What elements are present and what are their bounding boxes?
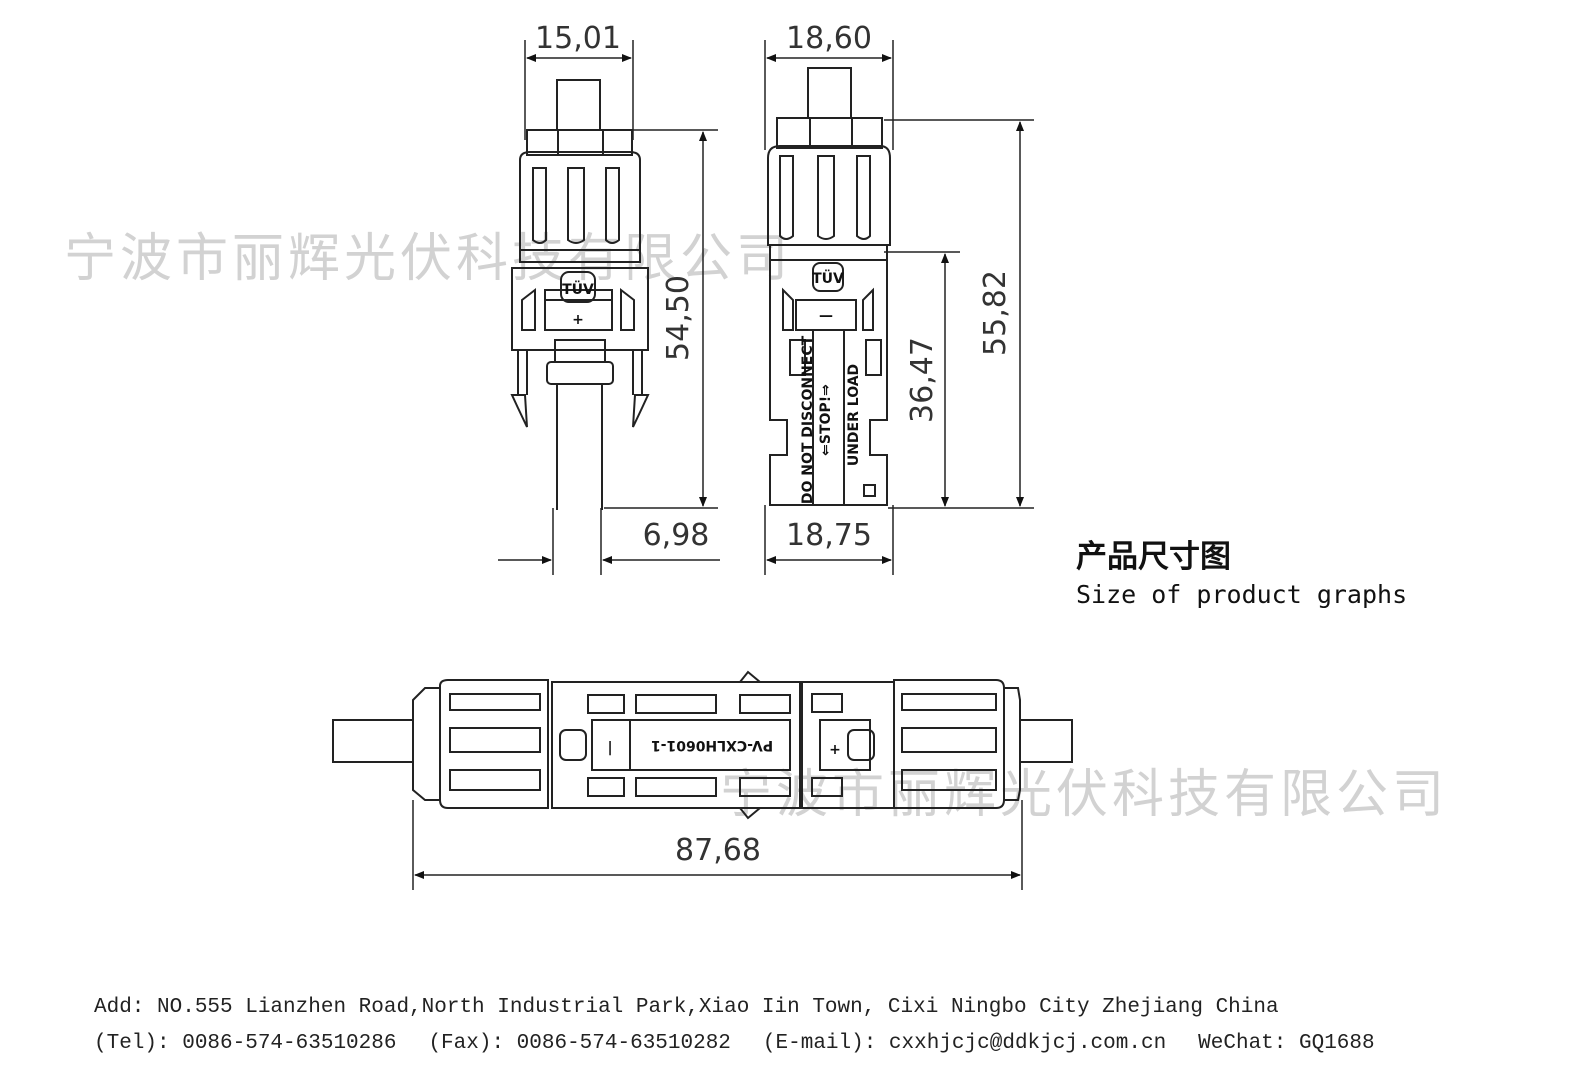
plus-symbol: +	[572, 312, 584, 328]
mated-assembly-drawing	[332, 670, 1073, 820]
plus-symbol-assembly: +	[829, 742, 841, 758]
footer-email: (E-mail): cxxhjcjc@ddkjcj.com.cn	[762, 1032, 1167, 1055]
footer-fax: (Fax): 0086-574-63510282	[428, 1032, 731, 1055]
warning-text-1: DO NOT DISCONNECT	[800, 335, 816, 504]
caption-chinese: 产品尺寸图	[1076, 539, 1231, 575]
tuv-mark-right: TÜV	[812, 269, 844, 287]
minus-symbol-assembly: |	[607, 740, 612, 756]
model-number: PV-CXLH0601-1	[651, 737, 773, 753]
footer-tel: (Tel): 0086-574-63510286	[94, 1032, 397, 1055]
dim-top-width-left: 15,01	[535, 21, 621, 56]
dim-bottom-left: 6,98	[643, 518, 710, 553]
dim-top-width-right: 18,60	[786, 21, 872, 56]
warning-text-2: ⇐STOP!⇒	[818, 384, 834, 456]
dim-bottom-right: 18,75	[786, 518, 872, 553]
dim-height-right-outer: 55,82	[978, 270, 1013, 356]
footer-address: Add: NO.555 Lianzhen Road,North Industri…	[94, 996, 1279, 1019]
dim-total-length: 87,68	[675, 833, 761, 868]
warning-text-3: UNDER LOAD	[846, 364, 862, 466]
male-connector-drawing	[510, 79, 650, 510]
minus-symbol: —	[819, 308, 833, 324]
contact-footer: Add: NO.555 Lianzhen Road,North Industri…	[94, 990, 1407, 1062]
female-connector-drawing	[767, 67, 891, 506]
caption-english: Size of product graphs	[1076, 580, 1408, 609]
caption: 产品尺寸图 Size of product graphs	[1076, 538, 1407, 614]
tuv-mark-left: TÜV	[562, 280, 594, 298]
dimension-lines	[412, 40, 1034, 890]
dim-height-left: 54,50	[661, 275, 696, 361]
footer-wechat: WeChat: GQ1688	[1198, 1032, 1375, 1055]
dim-height-right-inner: 36,47	[905, 337, 940, 423]
footer-contacts: (Tel): 0086-574-63510286 (Fax): 0086-574-…	[94, 1026, 1407, 1062]
